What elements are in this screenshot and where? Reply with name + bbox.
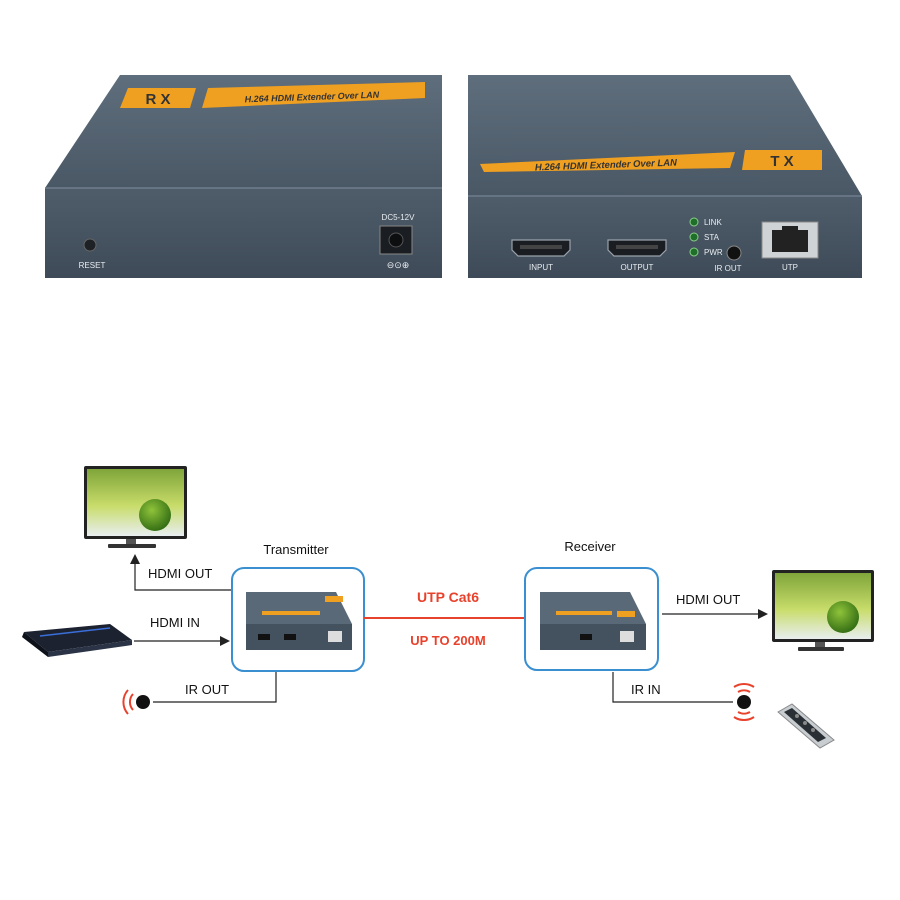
ir-receiver-icon [733, 682, 755, 722]
tx-banner [480, 152, 735, 172]
ir-out-label: IR OUT [714, 264, 741, 273]
tx-ir-out-label: IR OUT [185, 682, 229, 697]
rx-device: R X H.264 HDMI Extender Over LAN RESET D… [45, 75, 442, 278]
left-monitor-icon [84, 466, 187, 548]
rx-badge [120, 88, 196, 108]
receiver-box [524, 567, 659, 671]
cable-type-label: UTP Cat6 [417, 589, 479, 605]
ir-emitter-icon [122, 689, 150, 715]
media-player-icon [22, 624, 132, 657]
tx-hdmi-in-label: HDMI IN [150, 615, 200, 630]
right-monitor-icon [772, 570, 874, 651]
tx-device: H.264 HDMI Extender Over LAN T X INPUT O… [468, 75, 862, 278]
pwr-led [689, 247, 699, 257]
rx-banner [202, 82, 425, 108]
tx-hdmi-out-label: HDMI OUT [148, 566, 212, 581]
rx-ir-in-line [612, 672, 733, 703]
link-led [689, 217, 699, 227]
link-led-label: LINK [704, 218, 722, 227]
rx-badge-text: R X [145, 91, 170, 108]
tx-banner-text: H.264 HDMI Extender Over LAN [535, 157, 678, 173]
receiver-device-thumbnail [540, 592, 646, 650]
rx-ir-in-label: IR IN [631, 682, 661, 697]
remote-control-icon [777, 703, 835, 749]
ir-out-jack [726, 245, 742, 261]
tx-top-panel [468, 75, 862, 196]
reset-button [83, 238, 97, 252]
transmitter-box [231, 567, 365, 672]
tx-ir-out-line [153, 672, 277, 703]
sta-led-label: STA [704, 233, 720, 242]
rx-banner-text: H.264 HDMI Extender Over LAN [244, 90, 379, 105]
power-label: DC5-12V [382, 213, 416, 222]
receiver-label: Receiver [564, 539, 616, 554]
transmitter-label: Transmitter [263, 542, 329, 557]
input-port-label: INPUT [529, 263, 553, 272]
tx-badge [742, 150, 822, 170]
polarity-label: ⊖⊙⊕ [387, 260, 410, 270]
utp-port-label: UTP [782, 263, 798, 272]
reset-label: RESET [79, 261, 106, 270]
cable-distance-label: UP TO 200M [410, 633, 485, 648]
tx-badge-text: T X [770, 153, 793, 170]
tx-hdmi-out-arrow [134, 562, 232, 591]
rx-hdmi-out-label: HDMI OUT [676, 592, 740, 607]
rx-front-panel [45, 188, 442, 278]
output-port-label: OUTPUT [621, 263, 654, 272]
transmitter-device-thumbnail [246, 592, 352, 650]
sta-led [689, 232, 699, 242]
pwr-led-label: PWR [704, 248, 723, 257]
